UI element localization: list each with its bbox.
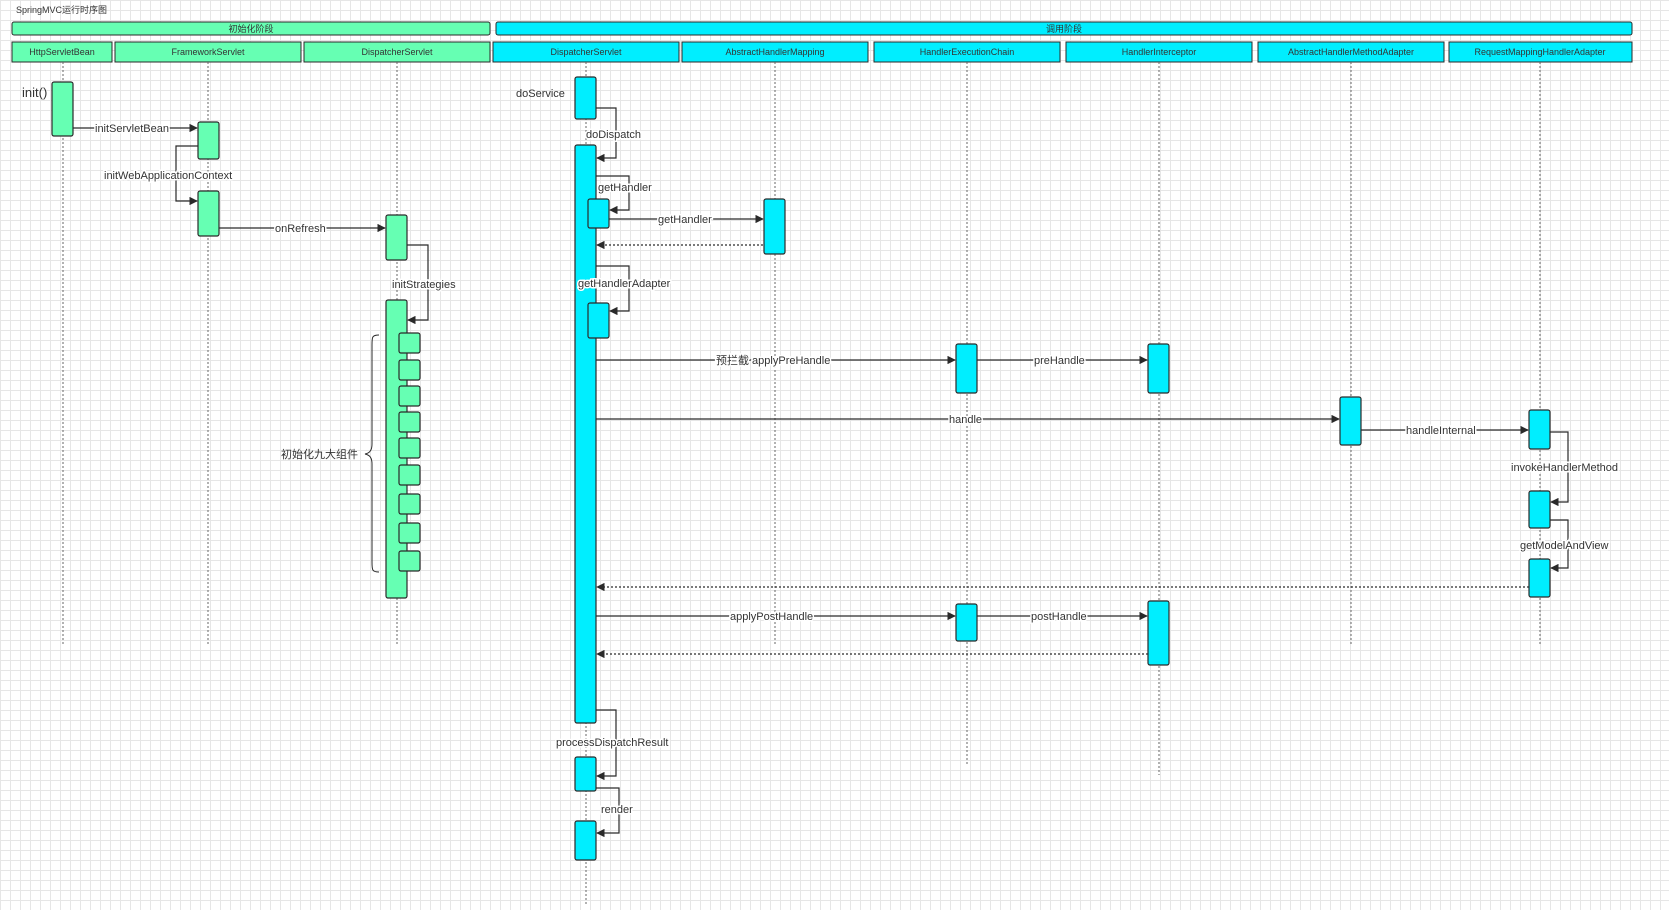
label-doservice: doService xyxy=(516,88,565,100)
participant-header-8: RequestMappingHandlerAdapter xyxy=(1448,41,1633,63)
activation-prehandle xyxy=(1147,343,1170,394)
label-nine-components: 初始化九大组件 xyxy=(281,447,358,461)
arrow-getmodelandview xyxy=(1550,519,1569,573)
activation-handle xyxy=(1339,396,1362,446)
arrow-initstrategies xyxy=(407,244,429,325)
label-applyposthandle: applyPostHandle xyxy=(730,611,813,623)
activation-abstracthandlermapping xyxy=(763,198,786,255)
label-initservletbean: initServletBean xyxy=(95,123,169,135)
component-box xyxy=(398,359,421,381)
label-invokehandlermethod: invokeHandlerMethod xyxy=(1511,462,1618,474)
component-box xyxy=(398,464,421,486)
arrow-invokehandlermethod xyxy=(1550,431,1569,507)
label-render: render xyxy=(601,804,633,816)
arrow-gethandleradapter xyxy=(596,265,630,316)
label-processdispatchresult: processDispatchResult xyxy=(556,737,669,749)
components-brace xyxy=(364,334,380,573)
participant-header-5: HandlerExecutionChain xyxy=(873,41,1061,63)
label-getmodelandview: getModelAndView xyxy=(1520,540,1609,552)
participant-header-4: AbstractHandlerMapping xyxy=(681,41,869,63)
activation-initservletbean xyxy=(197,121,220,160)
label-gethandler-self: getHandler xyxy=(598,182,652,194)
activation-initwebapplicationcontext xyxy=(197,190,220,237)
component-box xyxy=(398,550,421,572)
label-initstrategies: initStrategies xyxy=(392,279,456,291)
arrow-dodispatch xyxy=(596,107,617,163)
participant-header-7: AbstractHandlerMethodAdapter xyxy=(1257,41,1445,63)
label-handle: handle xyxy=(949,414,982,426)
participant-label: HandlerInterceptor xyxy=(1122,47,1197,57)
participant-label: HandlerExecutionChain xyxy=(920,47,1015,57)
participant-header-3: DispatcherServlet xyxy=(492,41,680,63)
arrow-processdispatchresult xyxy=(596,709,617,781)
activation-posthandle xyxy=(1147,600,1170,666)
activation-applyprehandle xyxy=(955,343,978,394)
label-gethandler: getHandler xyxy=(658,214,712,226)
label-dodispatch: doDispatch xyxy=(586,129,641,141)
participant-label: FrameworkServlet xyxy=(171,47,245,57)
activation-handleinternal xyxy=(1528,409,1551,450)
participant-label: DispatcherServlet xyxy=(550,47,622,57)
participant-label: AbstractHandlerMapping xyxy=(725,47,824,57)
label-initwebapplicationcontext: initWebApplicationContext xyxy=(104,170,232,182)
activation-onrefresh xyxy=(385,214,408,261)
activation-doservice xyxy=(574,76,597,120)
label-posthandle: postHandle xyxy=(1031,611,1087,623)
label-gethandleradapter: getHandlerAdapter xyxy=(578,278,671,290)
phase-init: 初始化阶段 xyxy=(11,21,491,36)
label-prehandle: preHandle xyxy=(1034,355,1085,367)
label-onrefresh: onRefresh xyxy=(275,223,326,235)
component-box xyxy=(398,522,421,544)
activation-invokehandlermethod xyxy=(1528,490,1551,529)
participant-label: RequestMappingHandlerAdapter xyxy=(1474,47,1605,57)
participant-header-2: DispatcherServlet xyxy=(303,41,491,63)
component-box xyxy=(398,411,421,433)
label-handleinternal: handleInternal xyxy=(1406,425,1476,437)
phase-call: 调用阶段 xyxy=(495,21,1633,36)
component-box xyxy=(398,493,421,515)
activation-processdispatchresult xyxy=(574,756,597,792)
participant-label: HttpServletBean xyxy=(29,47,95,57)
activation-render xyxy=(574,820,597,861)
activation-applyposthandle xyxy=(955,603,978,642)
component-box xyxy=(398,385,421,407)
diagram-title: SpringMVC运行时序图 xyxy=(16,4,107,15)
phase-call-label: 调用阶段 xyxy=(1046,23,1082,34)
arrow-initwebapplicationcontext xyxy=(175,145,198,206)
activation-gethandleradapter xyxy=(587,302,610,339)
participant-header-1: FrameworkServlet xyxy=(114,41,302,63)
component-box xyxy=(398,332,421,354)
activation-gethandler-self xyxy=(587,198,610,229)
participant-label: AbstractHandlerMethodAdapter xyxy=(1288,47,1414,57)
label-init: init() xyxy=(22,85,47,100)
component-box xyxy=(398,437,421,459)
arrow-render xyxy=(596,787,620,838)
phase-init-label: 初始化阶段 xyxy=(228,23,273,34)
activation-getmodelandview xyxy=(1528,558,1551,598)
label-applyprehandle: 预拦截 applyPreHandle xyxy=(716,353,830,367)
participant-header-0: HttpServletBean xyxy=(11,41,113,63)
activation-init xyxy=(51,81,74,137)
arrow-gethandler-self xyxy=(596,175,630,215)
participant-header-6: HandlerInterceptor xyxy=(1065,41,1253,63)
activation-dodispatch xyxy=(574,144,597,724)
participant-label: DispatcherServlet xyxy=(361,47,433,57)
